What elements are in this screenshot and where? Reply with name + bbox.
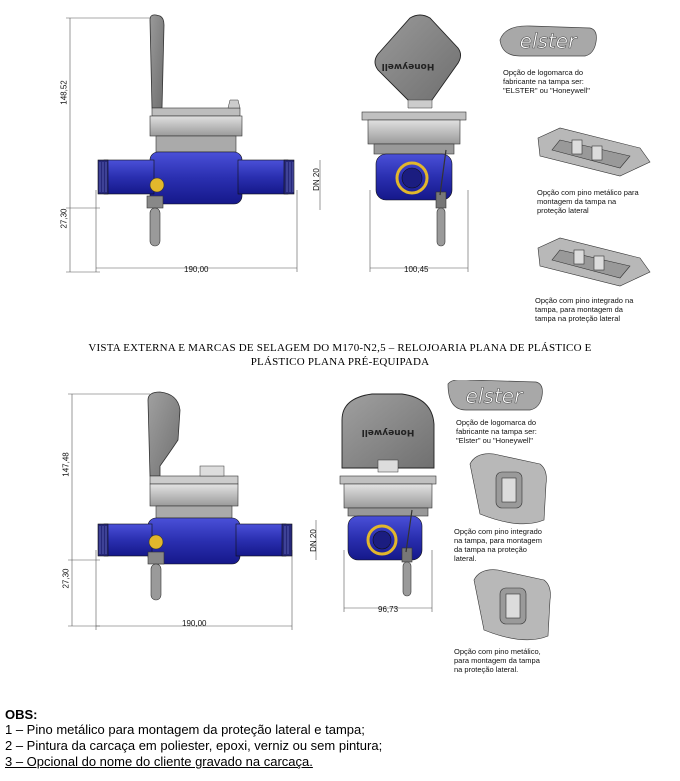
obs-section: OBS: 1 – Pino metálico para montagem da …	[5, 707, 665, 770]
dim-length-top: 190,00	[184, 265, 209, 274]
dimension-lines-front	[66, 17, 321, 273]
dim-width-bottom: 96,73	[378, 605, 399, 614]
metal-pin-detail-bottom	[473, 569, 551, 641]
note-metal-pin-bottom: Opção com pino metálico, para montagem d…	[454, 647, 541, 674]
bottom-technical-drawing: Honeywell elster	[68, 380, 551, 641]
note-logo-bottom: Opção de logomarca do fabricante na tamp…	[456, 418, 537, 445]
lid-brand-bottom: Honeywell	[362, 427, 415, 437]
meter-side-view-top: Honeywell	[361, 14, 467, 247]
dimension-lines-side	[369, 190, 469, 272]
meter-front-view-top	[97, 14, 295, 247]
dimension-lines-front-bottom	[68, 393, 317, 630]
metal-pin-detail-top	[537, 127, 651, 177]
dim-height-lower-top: 27,30	[59, 208, 69, 229]
dim-dn-top: DN 20	[311, 168, 321, 191]
dim-height-total-top: 148,52	[59, 80, 69, 105]
dimension-lines-side-bottom	[343, 550, 433, 612]
obs-item-2: 2 – Pintura da carcaça em poliester, epo…	[5, 738, 383, 753]
obs-item-1: 1 – Pino metálico para montagem da prote…	[5, 722, 365, 737]
dim-length-bottom: 190,00	[182, 619, 207, 628]
dim-height-total-bottom: 147,48	[61, 452, 71, 477]
note-metal-pin-top: Opção com pino metálico para montagem da…	[537, 188, 639, 215]
elster-logo-option-bottom: elster	[447, 380, 543, 411]
elster-logo-text-top: elster	[520, 29, 578, 53]
dim-height-lower-bottom: 27,30	[61, 568, 71, 589]
elster-logo-option-top: elster	[499, 25, 597, 57]
integrated-pin-detail-top	[537, 237, 651, 287]
note-integrated-pin-top: Opção com pino integrado na tampa, para …	[535, 296, 634, 323]
lid-brand-top: Honeywell	[382, 61, 435, 71]
note-integrated-pin-bottom: Opção com pino integrado na tampa, para …	[454, 527, 542, 563]
dim-dn-bottom: DN 20	[308, 529, 318, 552]
obs-title: OBS:	[5, 707, 38, 722]
note-logo-top: Opção de logomarca do fabricante na tamp…	[503, 68, 590, 95]
top-technical-drawing: Honeywell elster	[66, 14, 651, 287]
integrated-pin-detail-bottom	[469, 453, 547, 525]
dim-width-top: 100,45	[404, 265, 429, 274]
drawing-caption: VISTA EXTERNA E MARCAS DE SELAGEM DO M17…	[88, 342, 592, 368]
meter-side-view-bottom: Honeywell	[339, 393, 437, 597]
elster-logo-text-bottom: elster	[466, 384, 524, 408]
obs-item-3: 3 – Opcional do nome do cliente gravado …	[5, 754, 313, 769]
meter-front-view-bottom	[97, 391, 293, 601]
